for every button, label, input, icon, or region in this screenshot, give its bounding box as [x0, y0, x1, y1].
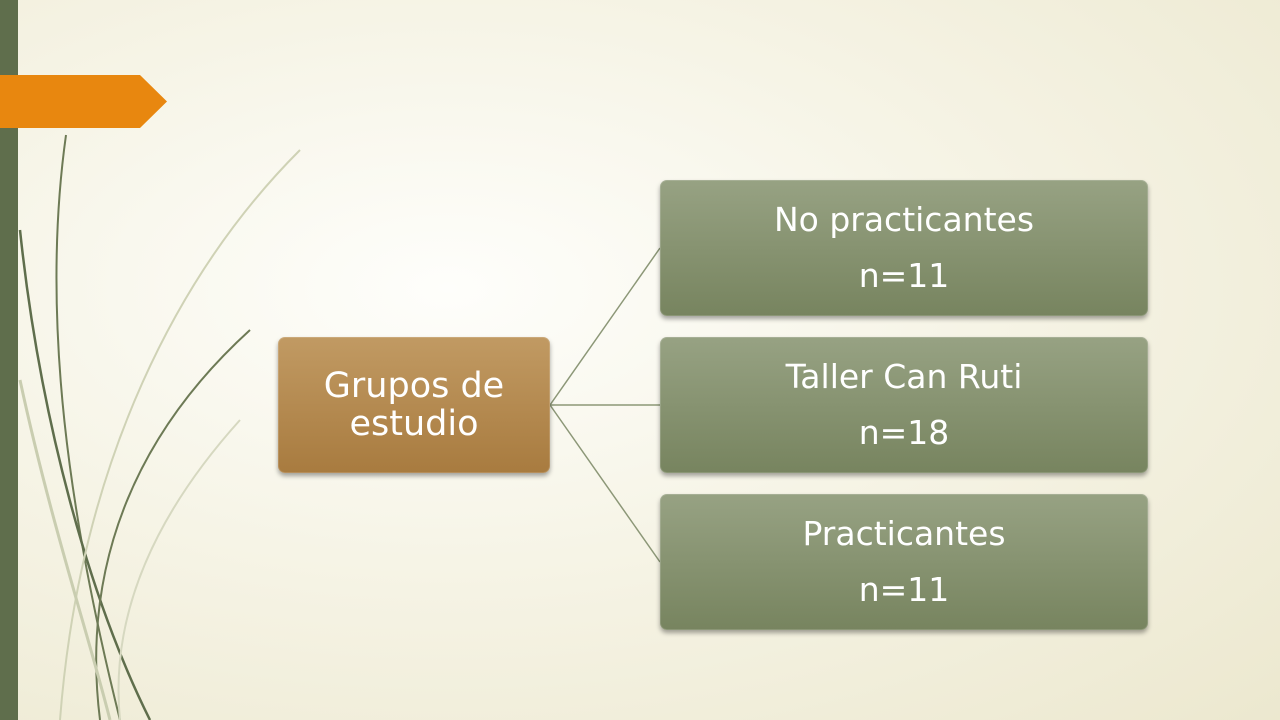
child-node-no-practicantes: No practicantes n=11 [660, 180, 1148, 316]
child-node-practicantes: Practicantes n=11 [660, 494, 1148, 630]
connector-to-child-3 [549, 404, 661, 563]
child-node-title: Practicantes [802, 514, 1006, 553]
child-node-title: Taller Can Ruti [785, 357, 1023, 396]
child-node-count: n=18 [858, 413, 950, 452]
decorative-grass-lines [18, 134, 301, 720]
connector-to-child-1 [549, 247, 661, 406]
root-node-label: Grupos de estudio [323, 366, 505, 444]
root-node-grupos-de-estudio: Grupos de estudio [278, 337, 550, 473]
left-accent-bar [0, 0, 18, 720]
child-node-count: n=11 [858, 570, 950, 609]
child-node-title: No practicantes [773, 200, 1035, 239]
orange-arrow-tab [0, 75, 167, 128]
child-node-count: n=11 [858, 256, 950, 295]
child-node-taller-can-ruti: Taller Can Ruti n=18 [660, 337, 1148, 473]
